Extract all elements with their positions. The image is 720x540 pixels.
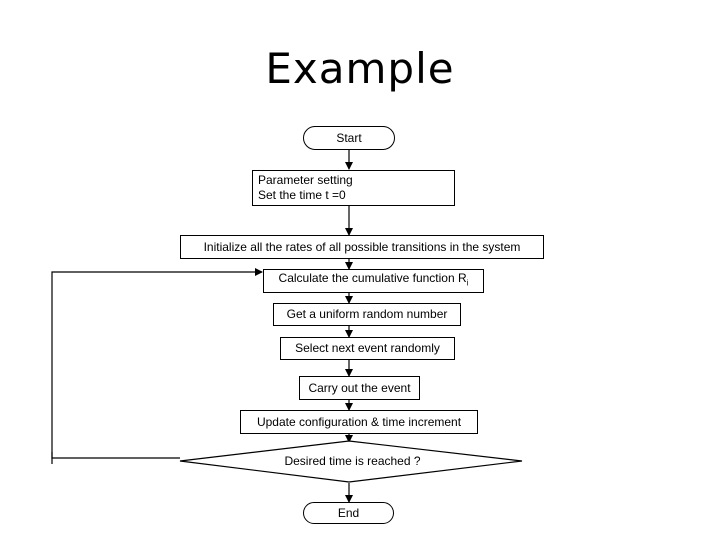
update-label: Update configuration & time increment bbox=[256, 414, 462, 429]
param-line-1: Parameter setting bbox=[258, 173, 353, 187]
select-label: Select next event randomly bbox=[295, 341, 440, 355]
calculate-cumulative-box: Calculate the cumulative function Ri bbox=[263, 269, 484, 293]
subscript-i: i bbox=[466, 278, 469, 288]
start-node: Start bbox=[303, 126, 395, 150]
uniform-label: Get a uniform random number bbox=[286, 307, 448, 321]
carry-label: Carry out the event bbox=[308, 380, 411, 395]
initialize-rates-box: Initialize all the rates of all possible… bbox=[180, 235, 544, 259]
uniform-random-box: Get a uniform random number bbox=[273, 303, 461, 326]
decision-diamond bbox=[179, 440, 523, 483]
slide-title: Example bbox=[265, 44, 455, 93]
calculate-label: Calculate the cumulative function Ri bbox=[278, 271, 469, 288]
loop-back-connector bbox=[51, 268, 263, 459]
parameter-setting-box: Parameter setting Set the time t =0 bbox=[252, 170, 455, 206]
carry-out-event-box: Carry out the event bbox=[299, 376, 420, 400]
select-event-box: Select next event randomly bbox=[280, 337, 455, 360]
param-line-2: Set the time t =0 bbox=[258, 188, 346, 202]
initialize-label: Initialize all the rates of all possible… bbox=[203, 239, 521, 254]
end-label: End bbox=[337, 505, 360, 520]
end-node: End bbox=[303, 502, 394, 524]
decision-label: Desired time is reached ? bbox=[284, 454, 421, 468]
start-label: Start bbox=[336, 130, 362, 145]
update-configuration-box: Update configuration & time increment bbox=[240, 410, 478, 434]
